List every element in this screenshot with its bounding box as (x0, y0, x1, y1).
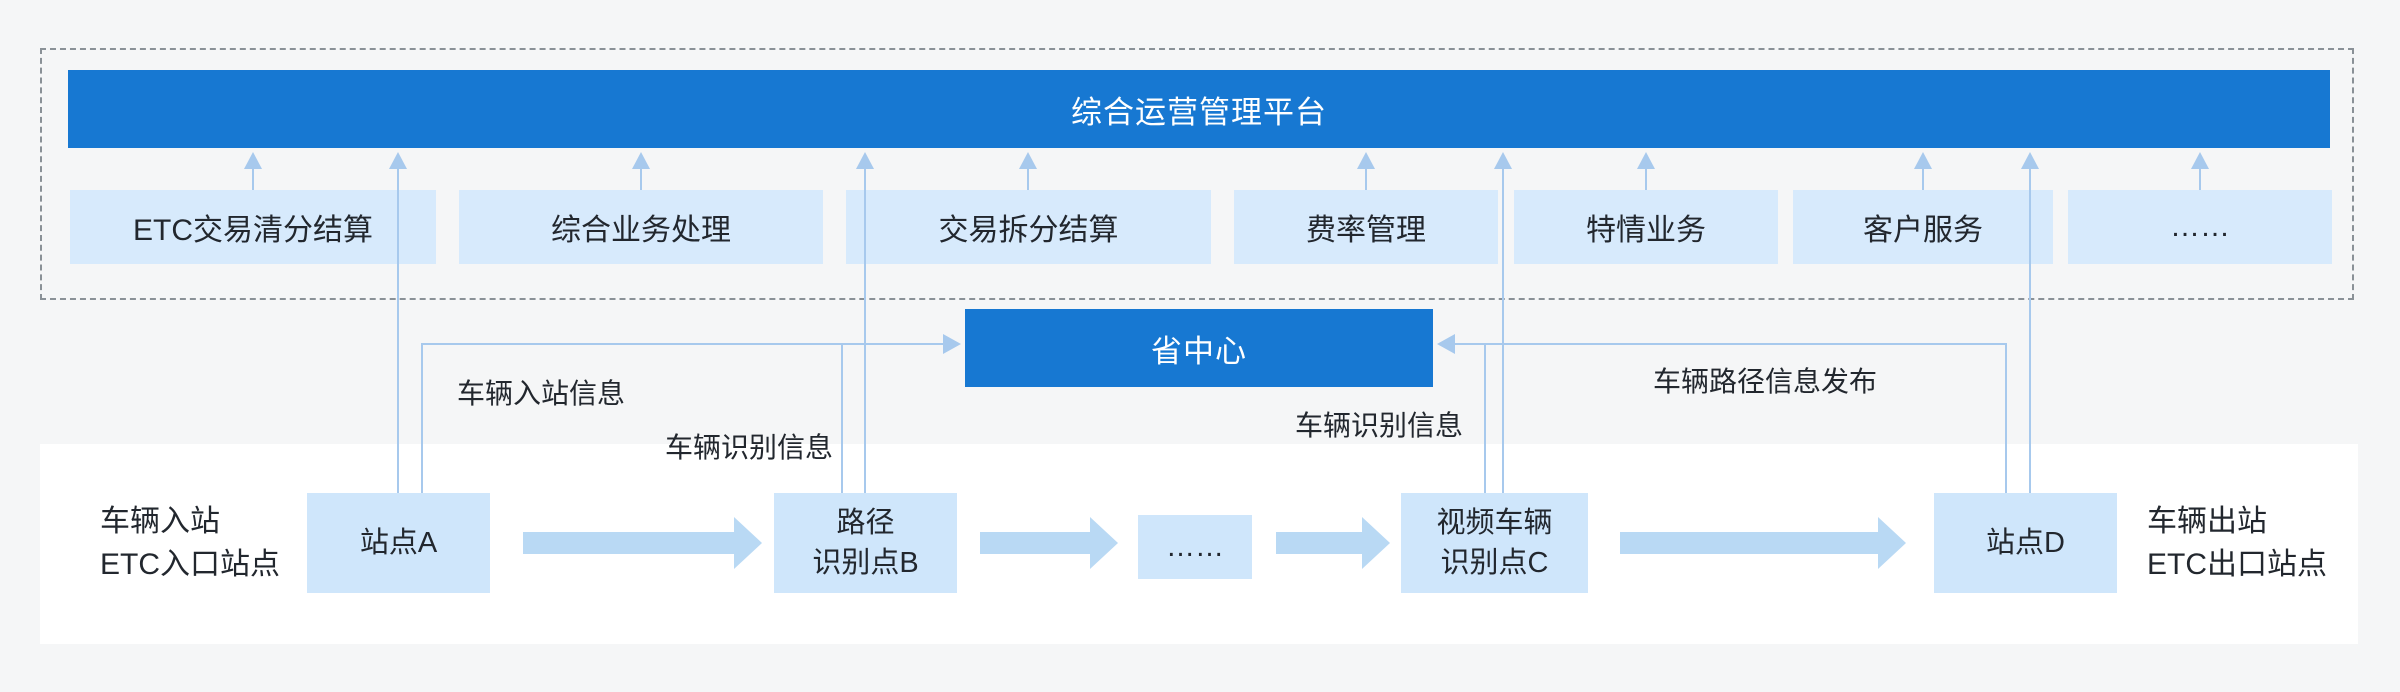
point-b-up-arrow-icon (856, 152, 874, 169)
right-arrow-icon (943, 334, 961, 354)
point-c-to-center-line (1484, 344, 1486, 493)
up-arrow-shaft (1365, 167, 1367, 190)
label-vehicle-entry-info: 车辆入站信息 (457, 378, 626, 409)
exit-side-label: 车辆出站 ETC出口站点 (2147, 505, 2327, 581)
video-recognition-point-c-box: 视频车辆 识别点C (1401, 493, 1588, 593)
station-a-up-arrow-icon (389, 152, 407, 169)
module-ellipsis: …… (2068, 190, 2332, 264)
point-c-up-line (1502, 167, 1504, 493)
center-to-station-d-line (2005, 344, 2007, 493)
station-d-up-arrow-icon (2021, 152, 2039, 169)
province-center-label: 省中心 (1151, 333, 1247, 369)
path-recognition-point-b-box: 路径 识别点B (774, 493, 957, 593)
flow-arrow-head-icon (1090, 517, 1118, 569)
module-transaction-split: 交易拆分结算 (846, 190, 1211, 264)
platform-title: 综合运营管理平台 (1071, 94, 1327, 130)
flow-arrow-head-icon (1362, 517, 1390, 569)
up-arrow-icon (632, 152, 650, 169)
module-rate-management: 费率管理 (1234, 190, 1498, 264)
label-vehicle-recognition-info-left: 车辆识别信息 (665, 432, 834, 463)
up-arrow-shaft (1645, 167, 1647, 190)
up-arrow-icon (1357, 152, 1375, 169)
entry-side-label: 车辆入站 ETC入口站点 (100, 505, 280, 581)
up-arrow-shaft (1027, 167, 1029, 190)
province-center-box: 省中心 (965, 309, 1433, 387)
ellipsis-box: …… (1138, 515, 1252, 579)
station-a-up-line (397, 167, 399, 493)
flow-arrow-shaft (1276, 532, 1362, 554)
right-connector-line (1455, 343, 2007, 345)
platform-dashed-container (40, 48, 2354, 300)
up-arrow-icon (1914, 152, 1932, 169)
station-d-up-line (2029, 167, 2031, 493)
station-a-box: 站点A (307, 493, 490, 593)
up-arrow-icon (1637, 152, 1655, 169)
up-arrow-shaft (252, 167, 254, 190)
platform-title-bar: 综合运营管理平台 (68, 70, 2330, 148)
left-connector-line (421, 343, 943, 345)
up-arrow-icon (244, 152, 262, 169)
point-b-up-line (864, 167, 866, 493)
up-arrow-icon (2191, 152, 2209, 169)
module-etc-clearing: ETC交易清分结算 (70, 190, 436, 264)
flow-arrow-shaft (1620, 532, 1878, 554)
flow-arrow-shaft (980, 532, 1090, 554)
module-customer-service: 客户服务 (1793, 190, 2053, 264)
up-arrow-icon (1019, 152, 1037, 169)
module-special-business: 特情业务 (1514, 190, 1778, 264)
up-arrow-shaft (1922, 167, 1924, 190)
flow-arrow-head-icon (1878, 517, 1906, 569)
station-a-to-center-line (421, 344, 423, 493)
up-arrow-shaft (2199, 167, 2201, 190)
flow-arrow-shaft (523, 532, 734, 554)
point-b-to-center-line (841, 344, 843, 493)
station-d-box: 站点D (1934, 493, 2117, 593)
module-integrated-business: 综合业务处理 (459, 190, 823, 264)
up-arrow-shaft (640, 167, 642, 190)
left-arrow-icon (1437, 334, 1455, 354)
label-vehicle-path-publish: 车辆路径信息发布 (1653, 366, 1878, 397)
flow-arrow-head-icon (734, 517, 762, 569)
label-vehicle-recognition-info-right: 车辆识别信息 (1295, 410, 1464, 441)
point-c-up-arrow-icon (1494, 152, 1512, 169)
